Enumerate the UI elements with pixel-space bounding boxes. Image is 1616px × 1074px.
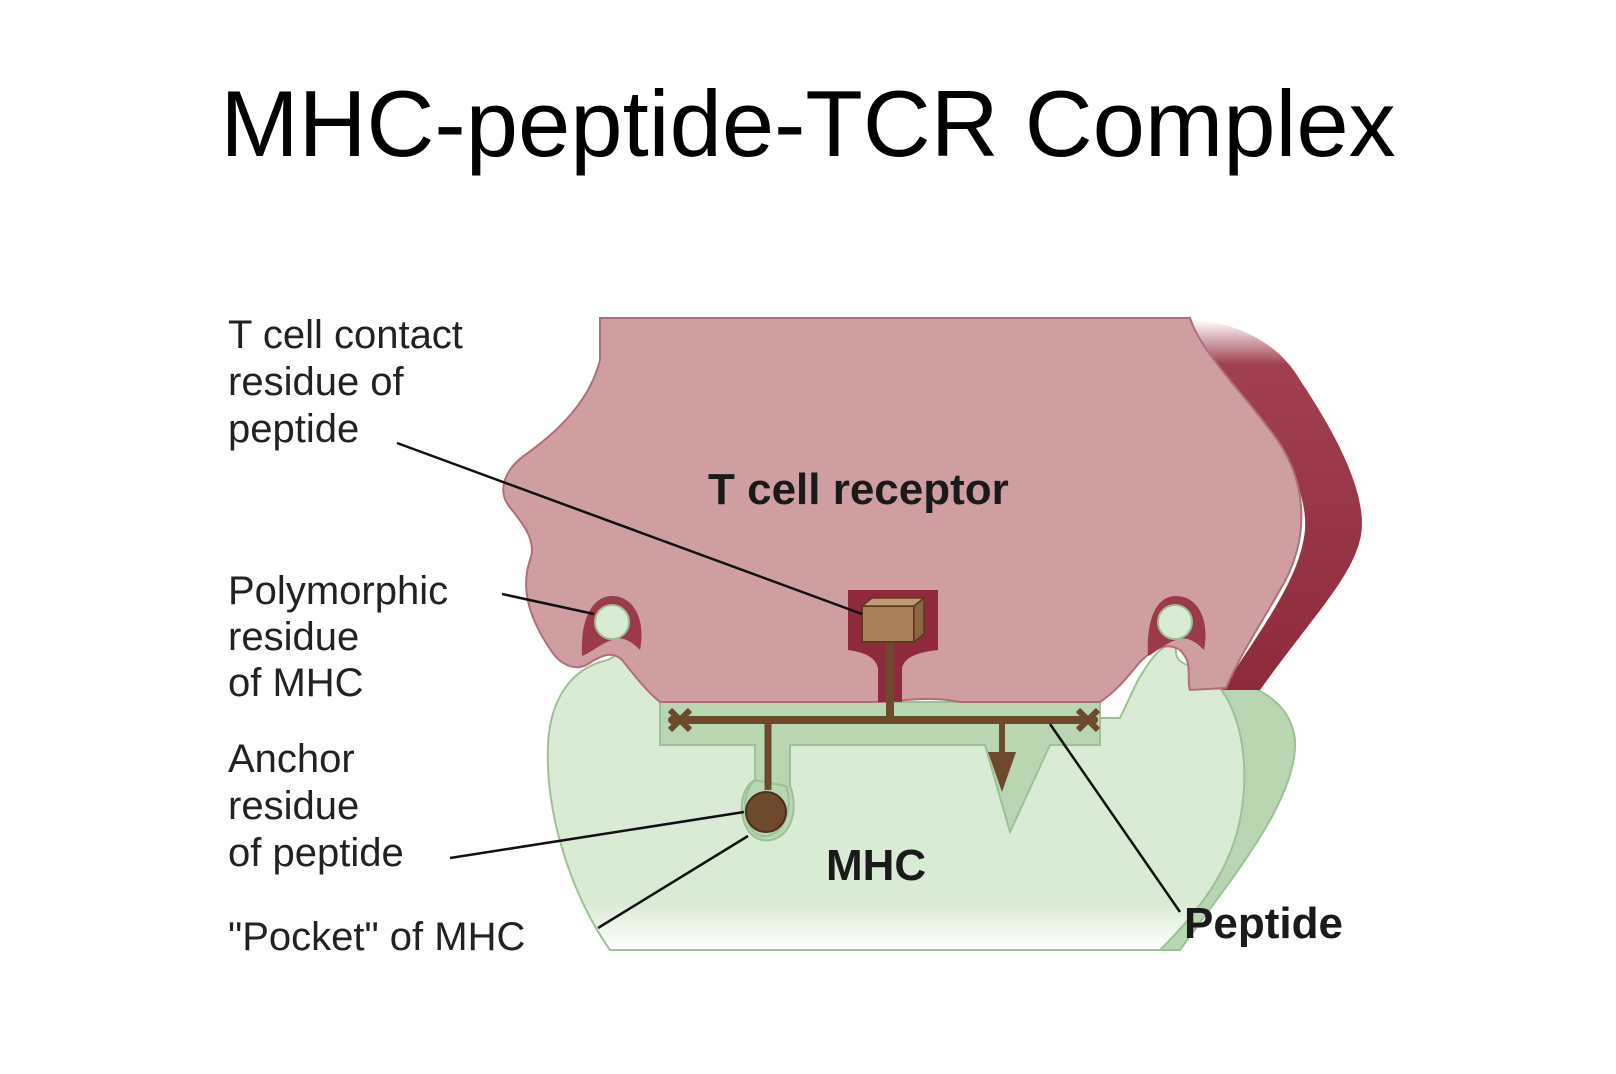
leader-peptide (1048, 723, 1182, 913)
peptide-end-right (1075, 707, 1101, 733)
polymorphic-knob-right (1157, 604, 1193, 640)
leader-pocket (597, 834, 749, 930)
leader-anchor (449, 810, 745, 860)
label-mhc: MHC (826, 841, 926, 890)
polymorphic-knob-left (594, 604, 630, 640)
tcr-molecule (502, 317, 1362, 703)
contact-residue-box (861, 605, 915, 643)
leader-lines (396, 441, 1182, 930)
label-tcr-contact-line1: T cell contact (228, 313, 463, 357)
leader-tcr-contact (396, 441, 863, 616)
label-anchor-line1: Anchor (228, 737, 355, 781)
peptide (667, 596, 1101, 833)
v-residue-head (988, 752, 1016, 792)
anchor-residue (745, 791, 787, 833)
tcr-side-shading (1190, 320, 1362, 690)
label-peptide: Peptide (1184, 899, 1343, 948)
label-tcr-contact-line2: residue of (228, 360, 405, 404)
label-polymorphic: Polymorphic residue of MHC (228, 569, 459, 705)
label-polymorphic-line1: Polymorphic (228, 569, 448, 613)
label-polymorphic-line3: of MHC (228, 661, 364, 705)
label-polymorphic-line2: residue (228, 615, 359, 659)
contact-residue-side (913, 596, 925, 644)
label-tcr-contact: T cell contact residue of peptide (228, 313, 474, 451)
peptide-end-left (667, 707, 693, 733)
label-tcr-contact-line3: peptide (228, 407, 359, 451)
leader-polymorphic (501, 592, 595, 616)
label-tcr: T cell receptor (708, 465, 1009, 514)
label-pocket: "Pocket" of MHC (228, 915, 525, 959)
label-anchor: Anchor residue of peptide (228, 737, 404, 875)
label-anchor-line3: of peptide (228, 831, 404, 875)
slide-title: MHC-peptide-TCR Complex (220, 71, 1396, 176)
label-anchor-line2: residue (228, 784, 359, 828)
mhc-body (546, 636, 1246, 951)
